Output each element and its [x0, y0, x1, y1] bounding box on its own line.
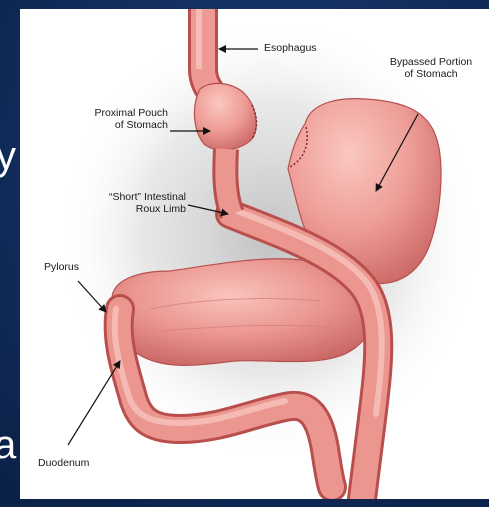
label-proximal-pouch: Proximal Pouch of Stomach — [58, 107, 168, 131]
label-esophagus: Esophagus — [264, 42, 317, 54]
gastric-bypass-illustration — [20, 9, 489, 499]
label-bypassed-portion: Bypassed Portion of Stomach — [376, 56, 486, 80]
illustration-panel: Esophagus Bypassed Portion of Stomach Pr… — [20, 9, 489, 499]
label-roux-limb: “Short” Intestinal Roux Limb — [64, 191, 186, 215]
label-pylorus: Pylorus — [44, 261, 79, 273]
label-duodenum: Duodenum — [38, 457, 89, 469]
roux-limb-upper-fill — [225, 149, 232, 214]
slide-text-fragment-y: y — [0, 136, 16, 176]
pointer-duodenum — [68, 361, 120, 445]
slide-text-fragment-a: a — [0, 425, 16, 465]
